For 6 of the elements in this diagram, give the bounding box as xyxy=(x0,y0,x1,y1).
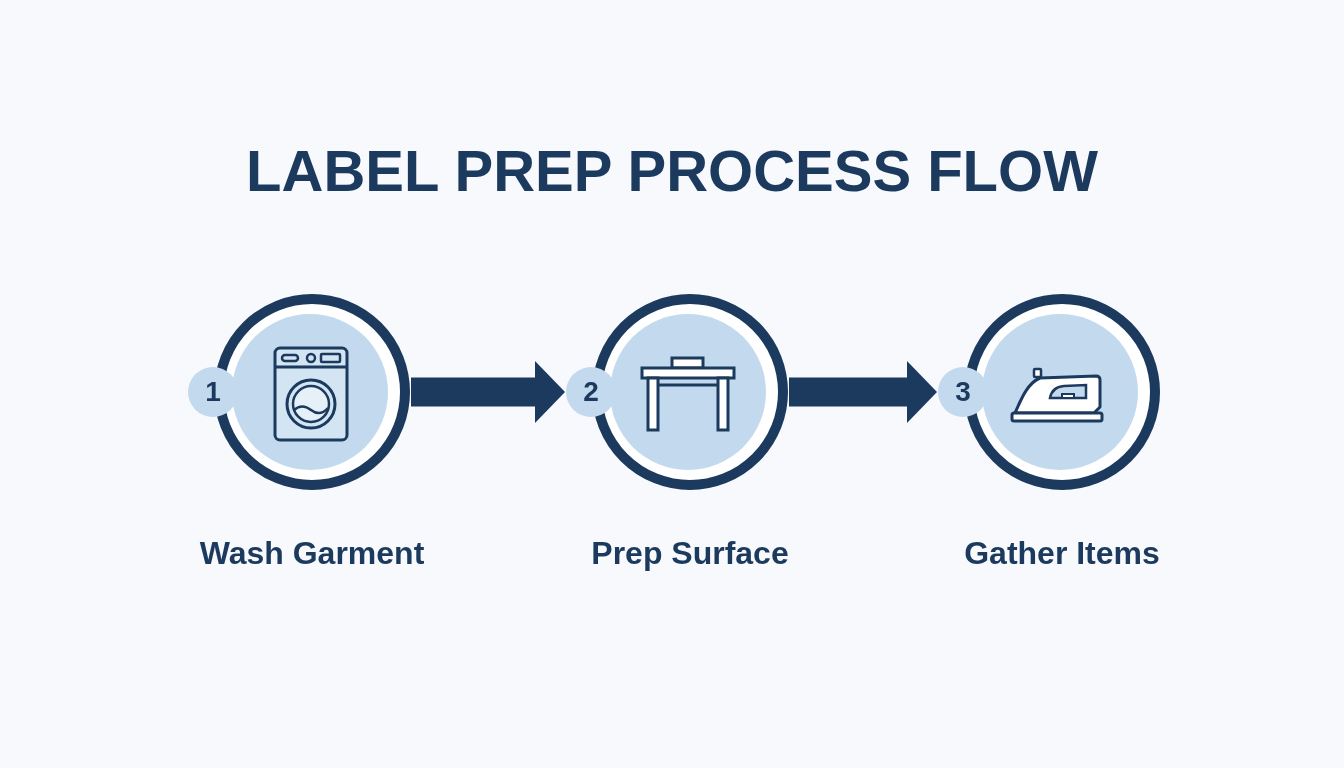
step-label: Prep Surface xyxy=(591,534,789,572)
step-label: Wash Garment xyxy=(199,534,425,572)
diagram-title: LABEL PREP PROCESS FLOW xyxy=(246,138,1098,204)
step-label: Gather Items xyxy=(964,534,1160,572)
arrow xyxy=(411,361,565,423)
arrow xyxy=(789,361,937,423)
